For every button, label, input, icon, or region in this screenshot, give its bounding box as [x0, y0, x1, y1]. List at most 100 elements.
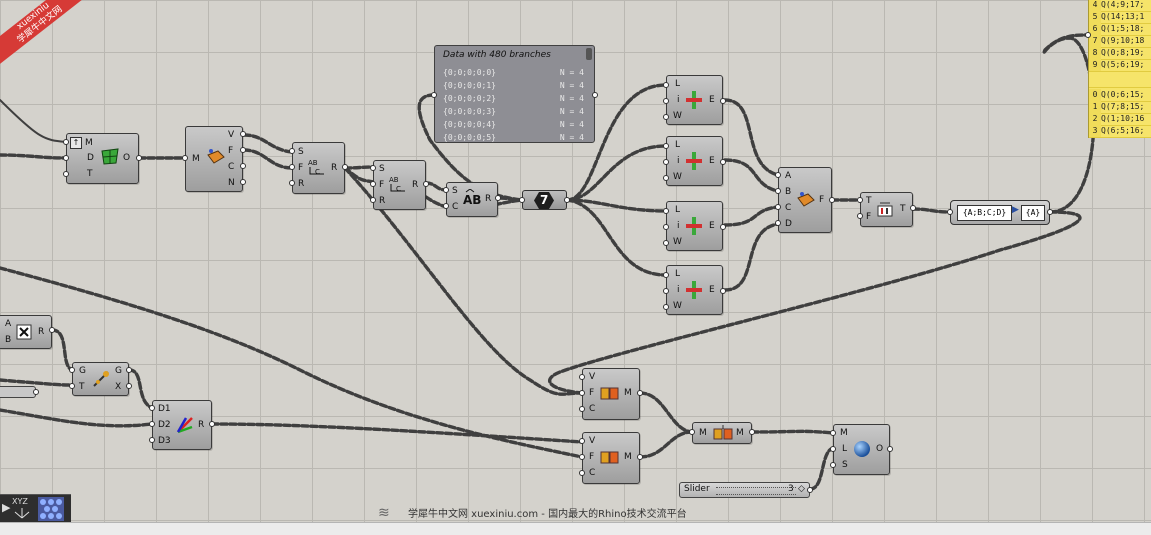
port-dot[interactable]	[240, 147, 246, 153]
slider-track[interactable]	[716, 487, 796, 495]
deconstruct-mesh-component[interactable]: M V F C N	[185, 126, 243, 192]
port-dot[interactable]	[69, 367, 75, 373]
output-e[interactable]: E	[709, 285, 715, 295]
input-r[interactable]: R	[379, 196, 386, 206]
xyz-label[interactable]: XYZ	[12, 497, 28, 506]
input-c[interactable]: C	[589, 468, 596, 478]
input-l[interactable]: L	[675, 205, 681, 215]
port-dot[interactable]	[775, 204, 781, 210]
port-dot[interactable]	[775, 172, 781, 178]
arrow-right-icon[interactable]: ▶	[2, 501, 11, 514]
input-c[interactable]: C	[785, 203, 792, 213]
text-join-component[interactable]: T F T	[860, 192, 913, 227]
port-dot[interactable]	[637, 390, 643, 396]
output-r[interactable]: R	[331, 163, 338, 173]
axes-icon[interactable]	[12, 506, 32, 520]
port-dot[interactable]	[579, 438, 585, 444]
panel-scrollbar[interactable]	[586, 48, 592, 60]
input-f[interactable]: F	[589, 452, 595, 462]
input-v[interactable]: V	[589, 436, 596, 446]
output-g[interactable]: G	[115, 366, 122, 376]
construct-color-component[interactable]: D1 D2 D3 R	[152, 400, 212, 450]
input-w[interactable]: W	[673, 172, 682, 182]
port-dot[interactable]	[592, 92, 598, 98]
port-dot[interactable]	[663, 159, 669, 165]
port-dot[interactable]	[663, 175, 669, 181]
port-dot[interactable]	[443, 187, 449, 193]
port-dot[interactable]	[887, 446, 893, 452]
port-dot[interactable]	[775, 188, 781, 194]
port-dot[interactable]	[1085, 32, 1091, 38]
input-f[interactable]: F	[379, 180, 385, 190]
port-dot[interactable]	[289, 164, 295, 170]
input-r[interactable]: R	[298, 179, 305, 189]
data-panel[interactable]: Data with 480 branches {0;0;0;0;0} N = 4…	[434, 45, 595, 143]
input-m[interactable]: M	[699, 428, 707, 438]
port-dot[interactable]	[443, 203, 449, 209]
custom-preview-component[interactable]: M L S O	[833, 424, 890, 475]
port-dot[interactable]	[720, 224, 726, 230]
arrow-up-icon[interactable]: ↑	[70, 137, 82, 149]
port-dot[interactable]	[579, 390, 585, 396]
output-o[interactable]: O	[876, 444, 884, 454]
input-c[interactable]: C	[589, 404, 596, 414]
mesh-join-component[interactable]: M M	[692, 422, 752, 444]
output-c[interactable]: C	[228, 162, 235, 172]
input-l[interactable]: L	[675, 269, 681, 279]
mesh-colours-component[interactable]: V F C M	[582, 368, 640, 420]
port-dot[interactable]	[63, 139, 69, 145]
input-l[interactable]: L	[675, 140, 681, 150]
list-item-component[interactable]: L i W E	[666, 265, 723, 315]
port-dot[interactable]	[69, 383, 75, 389]
port-dot[interactable]	[579, 406, 585, 412]
port-dot[interactable]	[775, 220, 781, 226]
port-dot[interactable]	[182, 155, 188, 161]
input-d1[interactable]: D1	[158, 404, 171, 414]
port-dot[interactable]	[149, 405, 155, 411]
port-dot[interactable]	[495, 195, 501, 201]
output-v[interactable]: V	[228, 130, 235, 140]
list-item-component[interactable]: L i W E	[666, 75, 723, 125]
number-slider[interactable]: Slider 3 ◇	[679, 482, 810, 498]
input-d[interactable]: D	[87, 153, 94, 163]
input-w[interactable]: W	[673, 237, 682, 247]
output-m[interactable]: M	[736, 428, 744, 438]
port-dot[interactable]	[579, 470, 585, 476]
output-r[interactable]: R	[38, 327, 45, 337]
input-m[interactable]: M	[840, 428, 848, 438]
input-s[interactable]: S	[298, 147, 304, 157]
port-dot[interactable]	[240, 163, 246, 169]
graft-component[interactable]: G T G X	[72, 362, 129, 396]
port-dot[interactable]	[830, 446, 836, 452]
input-m[interactable]: M	[85, 138, 93, 148]
input-m[interactable]: M	[192, 154, 200, 164]
construct-mesh-component[interactable]: A B C D F	[778, 167, 832, 233]
port-dot[interactable]	[857, 197, 863, 203]
port-dot[interactable]	[519, 197, 525, 203]
number-param[interactable]: 7	[522, 190, 567, 210]
input-c[interactable]: C	[452, 202, 459, 212]
input-l[interactable]: L	[675, 79, 681, 89]
port-dot[interactable]	[136, 155, 142, 161]
input-i[interactable]: i	[677, 156, 680, 166]
input-t[interactable]: T	[866, 196, 872, 206]
port-dot[interactable]	[240, 179, 246, 185]
port-dot[interactable]	[947, 209, 953, 215]
input-s[interactable]: S	[379, 164, 385, 174]
input-w[interactable]: W	[673, 301, 682, 311]
port-dot[interactable]	[564, 197, 570, 203]
port-dot[interactable]	[663, 208, 669, 214]
output-e[interactable]: E	[709, 221, 715, 231]
input-i[interactable]: i	[677, 285, 680, 295]
port-dot[interactable]	[370, 197, 376, 203]
port-dot[interactable]	[149, 421, 155, 427]
input-g[interactable]: G	[79, 366, 86, 376]
port-dot[interactable]	[370, 165, 376, 171]
populate-points-icon[interactable]	[38, 497, 64, 521]
split-tree-component[interactable]: S C AB R	[446, 182, 498, 217]
output-n[interactable]: N	[228, 178, 235, 188]
input-l[interactable]: L	[842, 444, 848, 454]
port-dot[interactable]	[209, 421, 215, 427]
